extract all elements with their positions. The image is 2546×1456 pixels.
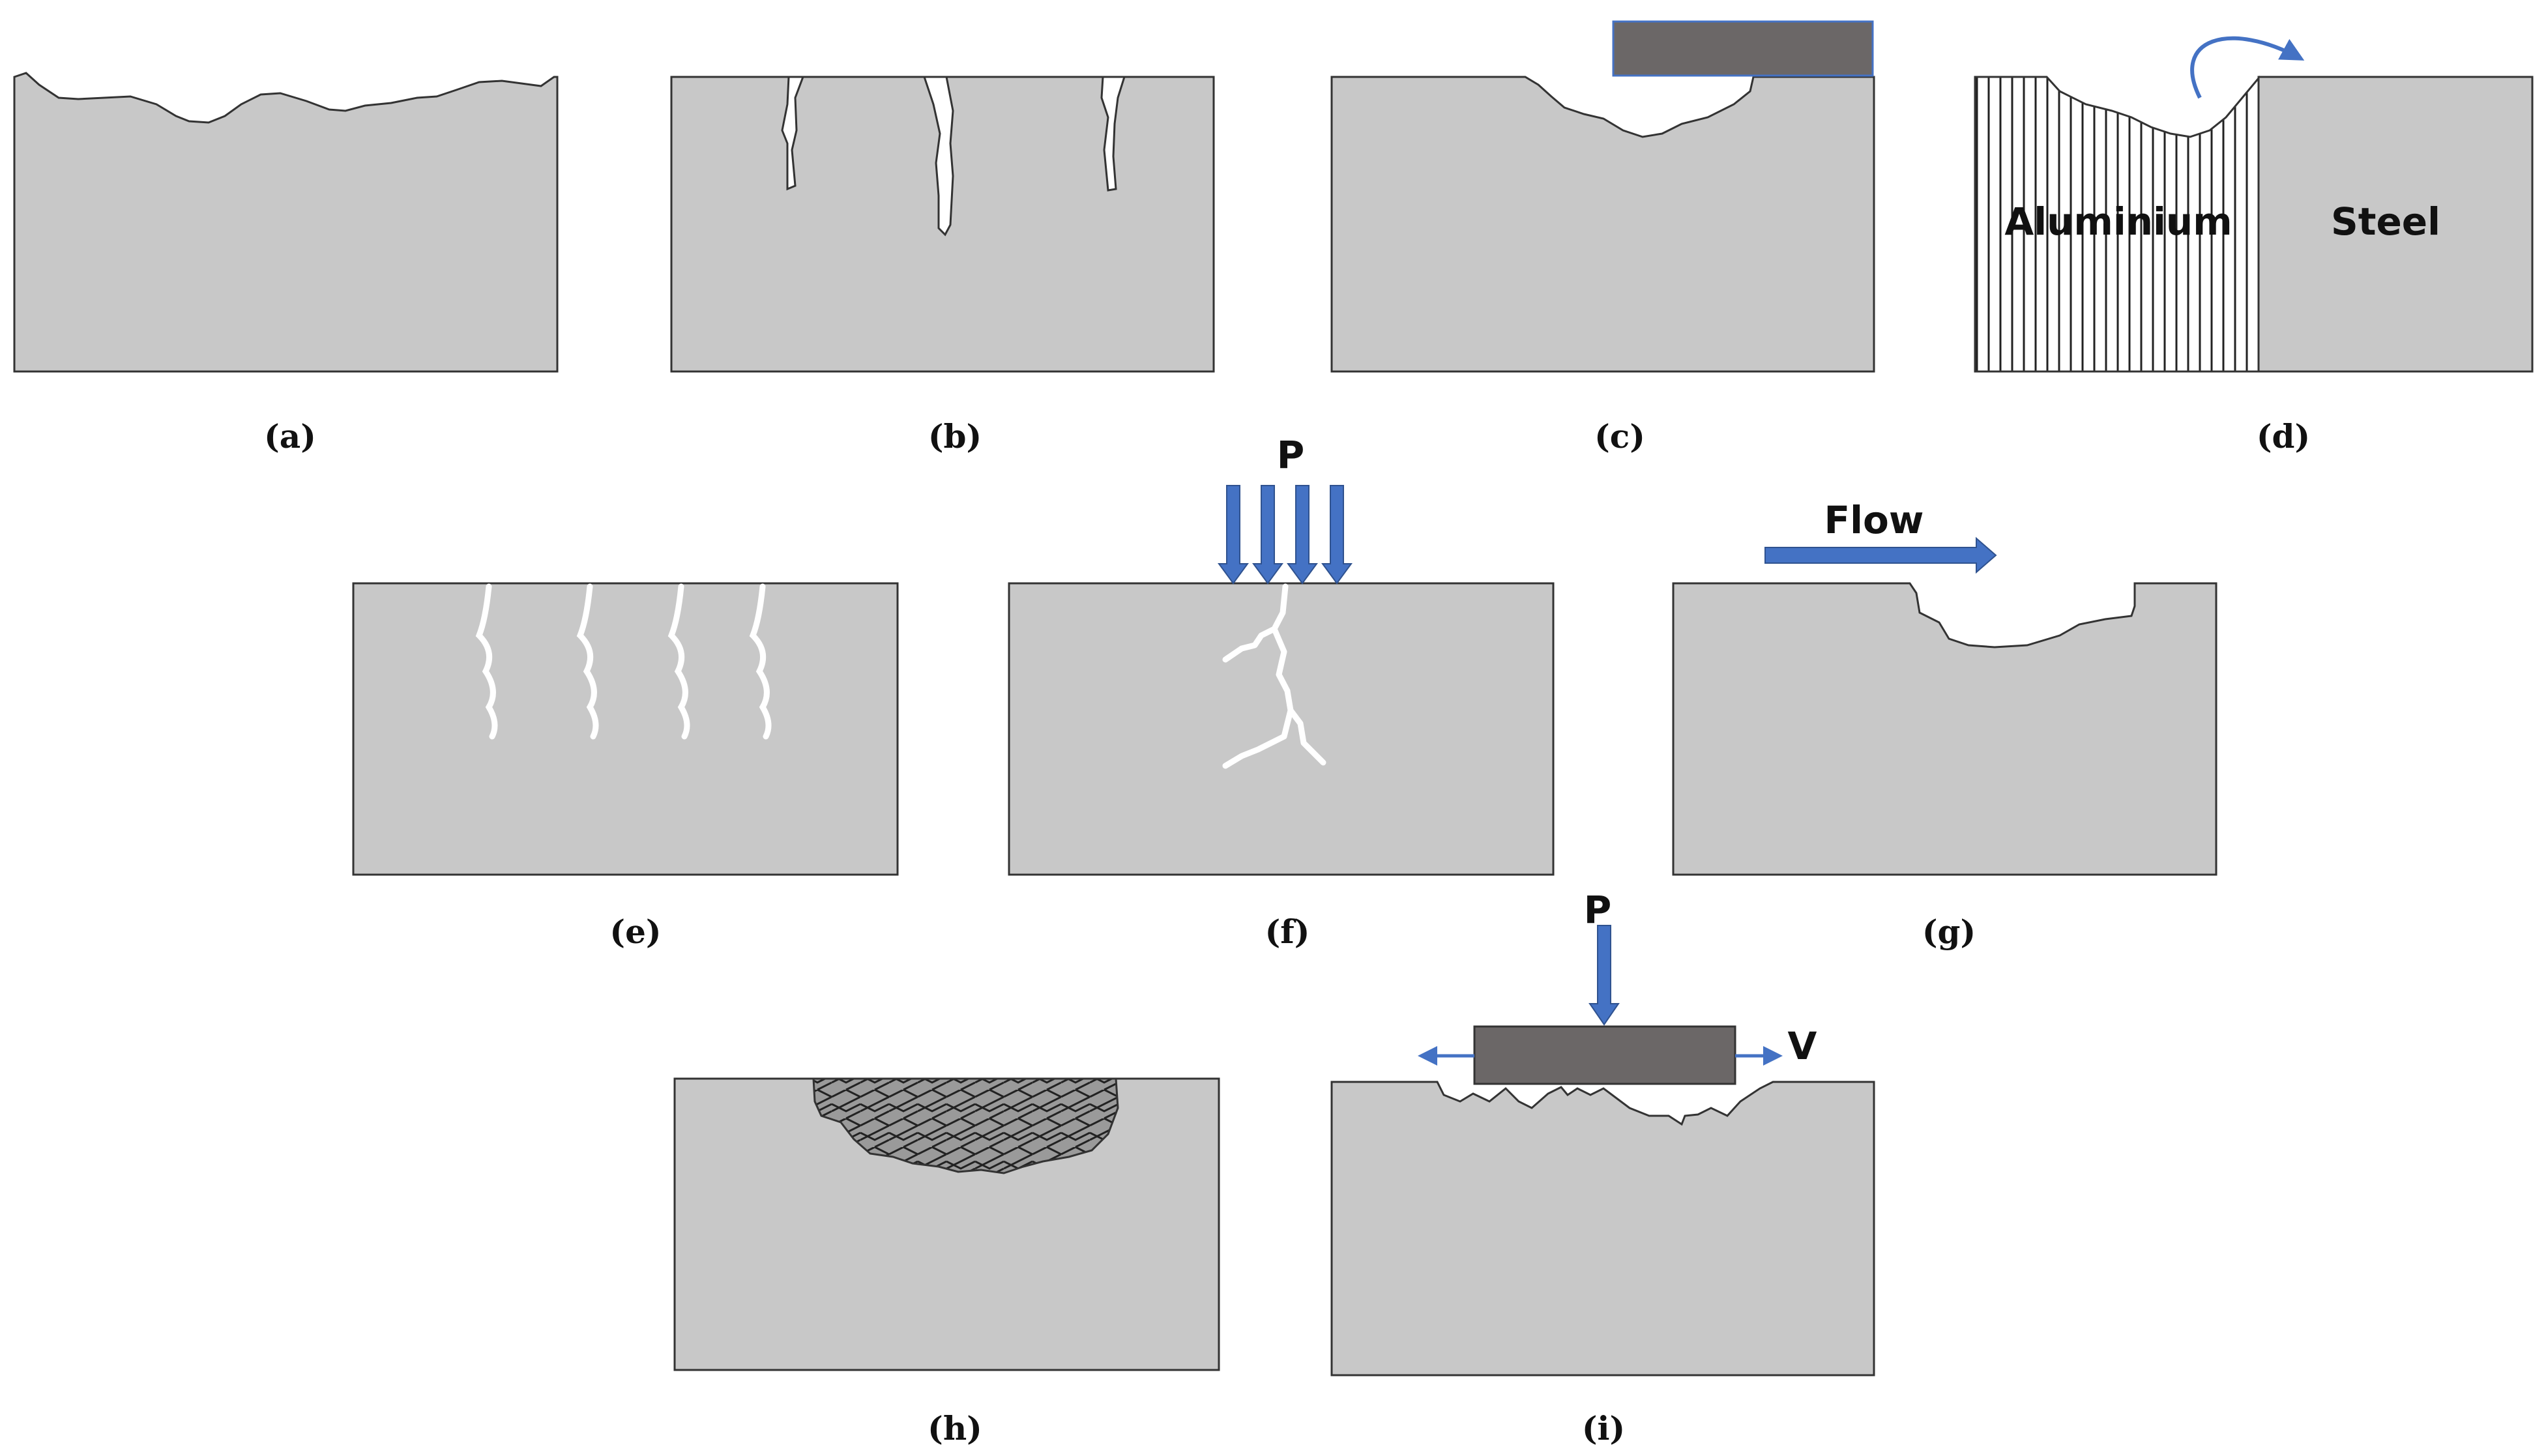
caption-i: (i) (1581, 1409, 1626, 1448)
panel-f-crack (1222, 583, 1326, 769)
panel-f: P (1008, 433, 1555, 876)
caption-h: (h) (928, 1409, 982, 1448)
panel-d-transfer-arrow (2190, 36, 2305, 99)
panel-c-counterface (1612, 20, 1874, 77)
panel-g: Flow (1672, 498, 2217, 876)
panel-a-specimen (13, 72, 559, 373)
panel-b-crack-1 (781, 76, 805, 191)
panel-i-counterface (1473, 1025, 1736, 1085)
panel-e-crack-2 (576, 583, 599, 740)
caption-g: (g) (1922, 912, 1976, 951)
panel-i: P V (1330, 888, 1875, 1376)
caption-f: (f) (1265, 912, 1310, 951)
panel-d-steel (2257, 76, 2534, 373)
panel-c (1330, 20, 1875, 373)
caption-e: (e) (609, 912, 662, 951)
panel-e-crack-4 (749, 583, 772, 740)
panel-f-load-arrows (1218, 485, 1353, 585)
panel-i-load-label: P (1584, 888, 1612, 932)
panel-g-specimen (1672, 582, 2217, 876)
panel-b-crack-2 (922, 76, 954, 237)
panel-h (673, 1077, 1220, 1371)
caption-c: (c) (1594, 417, 1645, 456)
panel-e-crack-3 (667, 583, 690, 740)
caption-d: (d) (2256, 417, 2311, 456)
panel-c-specimen (1330, 76, 1875, 373)
panel-a (13, 72, 559, 373)
caption-b: (b) (928, 417, 982, 456)
caption-a: (a) (264, 417, 316, 456)
panel-f-load-label: P (1277, 433, 1305, 477)
panel-i-load-arrow (1588, 925, 1620, 1026)
panel-i-velocity-label: V (1788, 1024, 1817, 1068)
panel-e-crack-1 (475, 583, 498, 740)
panel-g-flow-label: Flow (1824, 498, 1924, 542)
panel-b (670, 76, 1215, 373)
panel-d-aluminium-label: Aluminium (2004, 199, 2232, 244)
panel-f-specimen (1008, 582, 1555, 876)
panel-d: Aluminium Steel (1974, 36, 2534, 373)
panel-b-crack-3 (1100, 76, 1126, 192)
panel-e-specimen (352, 582, 899, 876)
panel-e (352, 582, 899, 876)
panel-i-specimen (1330, 1081, 1875, 1376)
panel-g-flow-arrow (1764, 536, 1997, 574)
panel-d-steel-label: Steel (2331, 199, 2440, 244)
panel-h-affected-zone (812, 1077, 1119, 1174)
